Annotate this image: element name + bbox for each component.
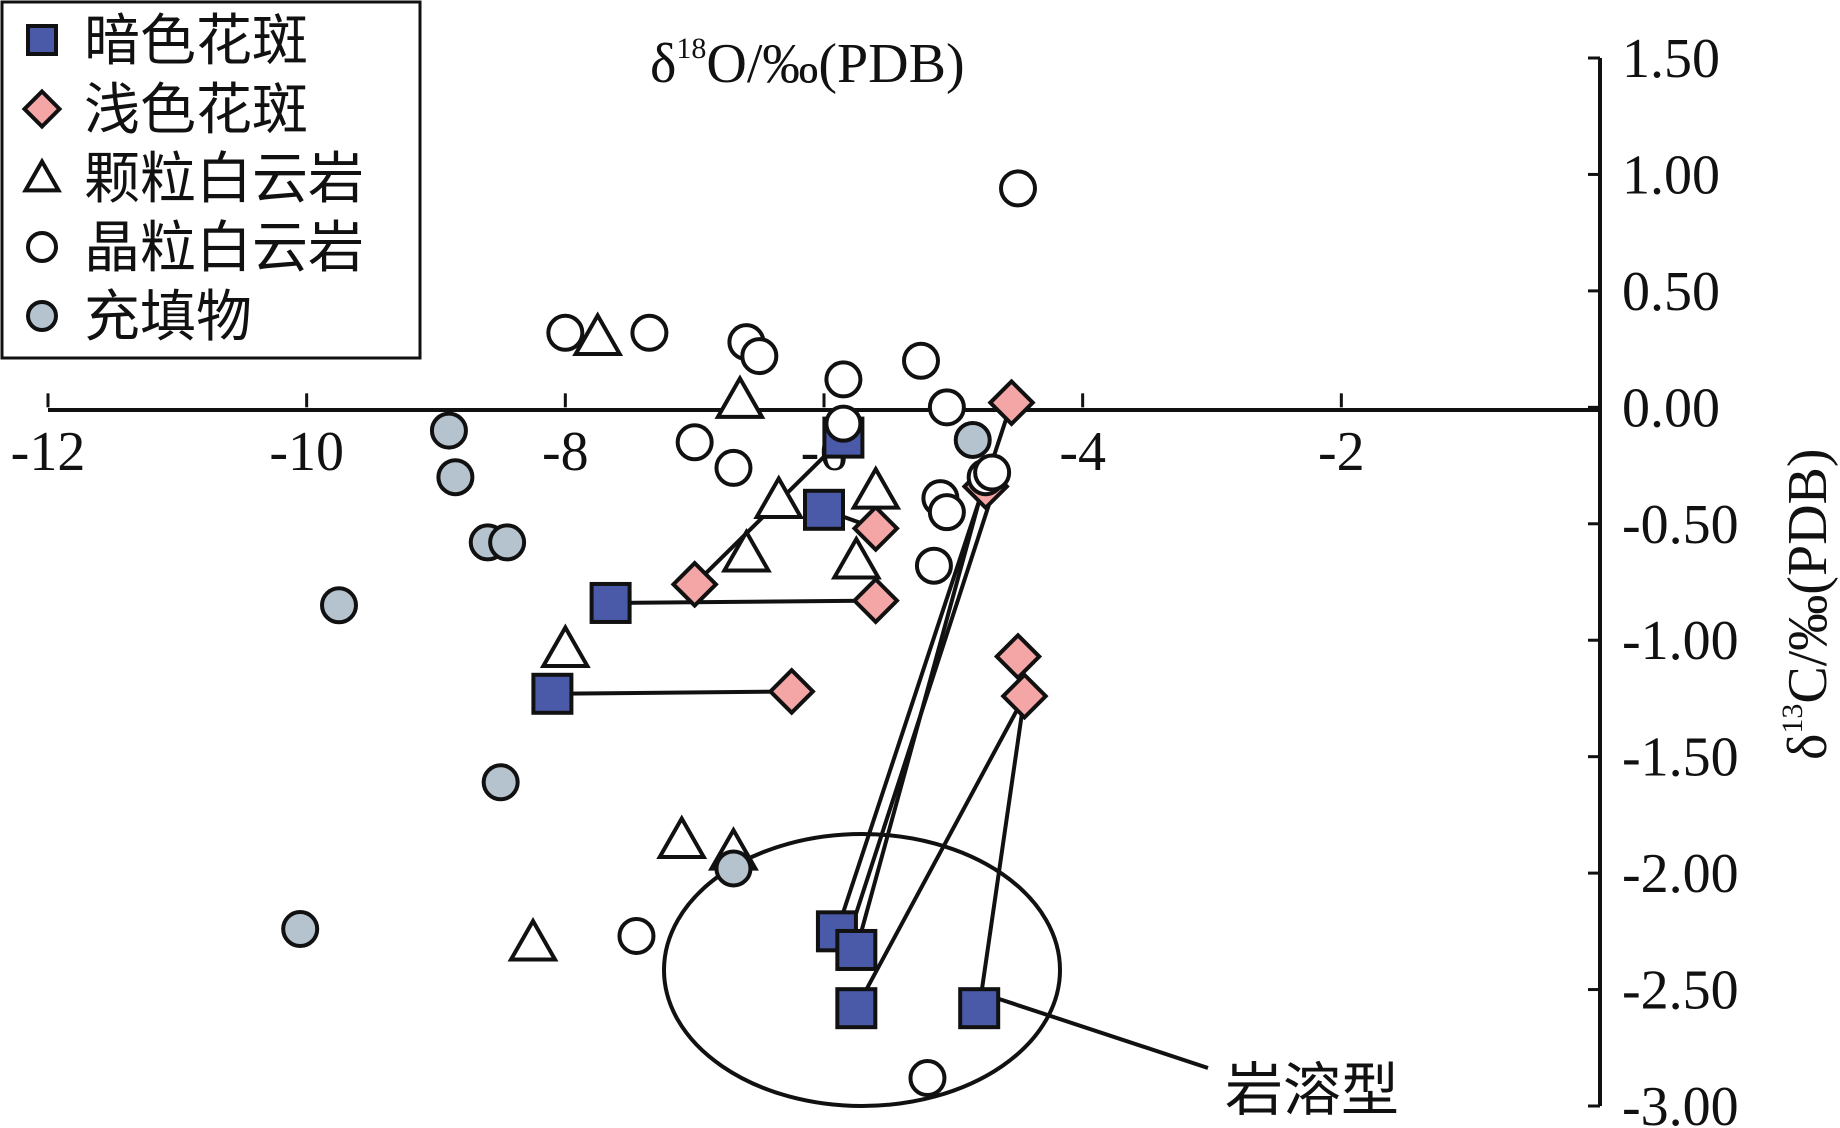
legend-label-grain-dolomite: 颗粒白云岩 <box>84 149 364 211</box>
crystal-dolomite-point <box>999 169 1037 208</box>
grain-dolomite-point <box>572 311 624 356</box>
dark-spot-point <box>531 672 574 715</box>
filling-point <box>436 458 475 497</box>
light-spot-point <box>670 560 719 609</box>
y-tick-label: -0.50 <box>1622 494 1739 556</box>
connector-lines <box>552 402 1027 1010</box>
grain-dolomite-point <box>539 623 591 669</box>
grain-dolomite-point <box>720 528 772 573</box>
y-axis-title: δ13C/‰(PDB) <box>1776 448 1839 760</box>
filling-point <box>281 910 320 949</box>
crystal-dolomite-point <box>824 360 863 399</box>
filling-point <box>953 420 992 459</box>
y-tick-label: 0.00 <box>1622 377 1720 439</box>
light-spot-point <box>1000 672 1049 721</box>
dark-spot-point <box>589 581 632 624</box>
grain-dolomite-point <box>656 814 708 860</box>
y-tick-label: 1.50 <box>1622 28 1720 90</box>
data-points <box>281 169 1049 1098</box>
x-tick-label: -10 <box>269 421 344 483</box>
legend-label-dark-spot: 暗色花斑 <box>84 11 308 73</box>
legend-marker-dark-spot <box>26 24 58 56</box>
x-axis-title: δ18O/‰(PDB) <box>650 32 965 95</box>
grain-dolomite-point <box>753 474 805 519</box>
y-tick-label: 1.00 <box>1622 144 1720 206</box>
crystal-dolomite-point <box>973 453 1012 492</box>
grain-dolomite-point <box>850 465 902 510</box>
y-tick-label: -1.50 <box>1622 727 1739 789</box>
x-tick-label: -4 <box>1059 421 1106 483</box>
legend-marker-crystal-dolomite <box>26 231 58 263</box>
dark-spot-point <box>835 987 878 1030</box>
light-spot-point <box>851 576 900 625</box>
annotation-karst-type: 岩溶型 <box>1225 1058 1399 1123</box>
crystal-dolomite-point <box>546 313 585 352</box>
filling-point <box>714 849 753 888</box>
crystal-dolomite-point <box>914 546 953 585</box>
karst-type-ellipse <box>662 832 1062 1108</box>
filling-point <box>429 411 468 450</box>
grain-dolomite-point <box>830 535 882 580</box>
filling-point <box>481 763 520 802</box>
connector-line <box>845 474 1001 942</box>
x-tick-label: -12 <box>11 421 86 483</box>
light-spot-point <box>767 667 816 716</box>
legend-label-light-spot: 浅色花斑 <box>84 80 308 142</box>
connector-line <box>854 695 1027 1010</box>
crystal-dolomite-point <box>908 1059 947 1098</box>
grain-dolomite-point <box>714 374 766 419</box>
crystal-dolomite-point <box>714 448 753 487</box>
y-tick-label: -3.00 <box>1622 1076 1739 1128</box>
light-spot-point <box>851 504 900 553</box>
filling-point <box>320 586 358 625</box>
dark-spot-point <box>803 488 845 531</box>
connector-line <box>977 695 1027 1009</box>
y-tick-label: 0.50 <box>1622 261 1720 323</box>
crystal-dolomite-point <box>617 916 656 955</box>
filling-point <box>488 523 527 562</box>
crystal-dolomite-point <box>927 388 966 427</box>
grain-dolomite-point <box>507 916 559 962</box>
legend-box <box>0 0 422 360</box>
crystal-dolomite-point <box>675 423 714 462</box>
light-spot-point <box>993 632 1043 681</box>
x-tick-label: -2 <box>1318 421 1365 483</box>
legend-label-crystal-dolomite: 晶粒白云岩 <box>84 218 364 280</box>
crystal-dolomite-point <box>740 337 779 376</box>
y-axis-ticks: 1.50 1.00 0.50 0.00 -0.50 -1.00 -1.50 -2.00 -2.5… <box>1588 28 1739 1128</box>
connector-line <box>610 598 876 605</box>
legend-label-filling: 充填物 <box>84 287 252 349</box>
y-tick-label: -2.50 <box>1622 960 1739 1022</box>
legend-marker-grain-dolomite <box>22 157 62 193</box>
annotation-leader-line <box>989 994 1209 1070</box>
crystal-dolomite-point <box>902 341 940 380</box>
y-tick-label: -2.00 <box>1622 843 1739 905</box>
legend-marker-filling <box>26 300 58 332</box>
y-tick-label: -1.00 <box>1622 610 1739 672</box>
light-spot-point <box>987 378 1036 427</box>
connector-line <box>552 689 792 696</box>
legend-marker-light-spot <box>21 88 63 130</box>
dark-spot-point <box>835 928 878 971</box>
crystal-dolomite-point <box>824 404 863 443</box>
crystal-dolomite-point <box>630 313 669 352</box>
x-axis-ticks: -12-10-8-6-4-2 <box>11 393 1365 483</box>
dark-spot-point <box>958 987 1001 1030</box>
crystal-dolomite-point <box>927 493 966 532</box>
x-tick-label: -8 <box>542 421 589 483</box>
